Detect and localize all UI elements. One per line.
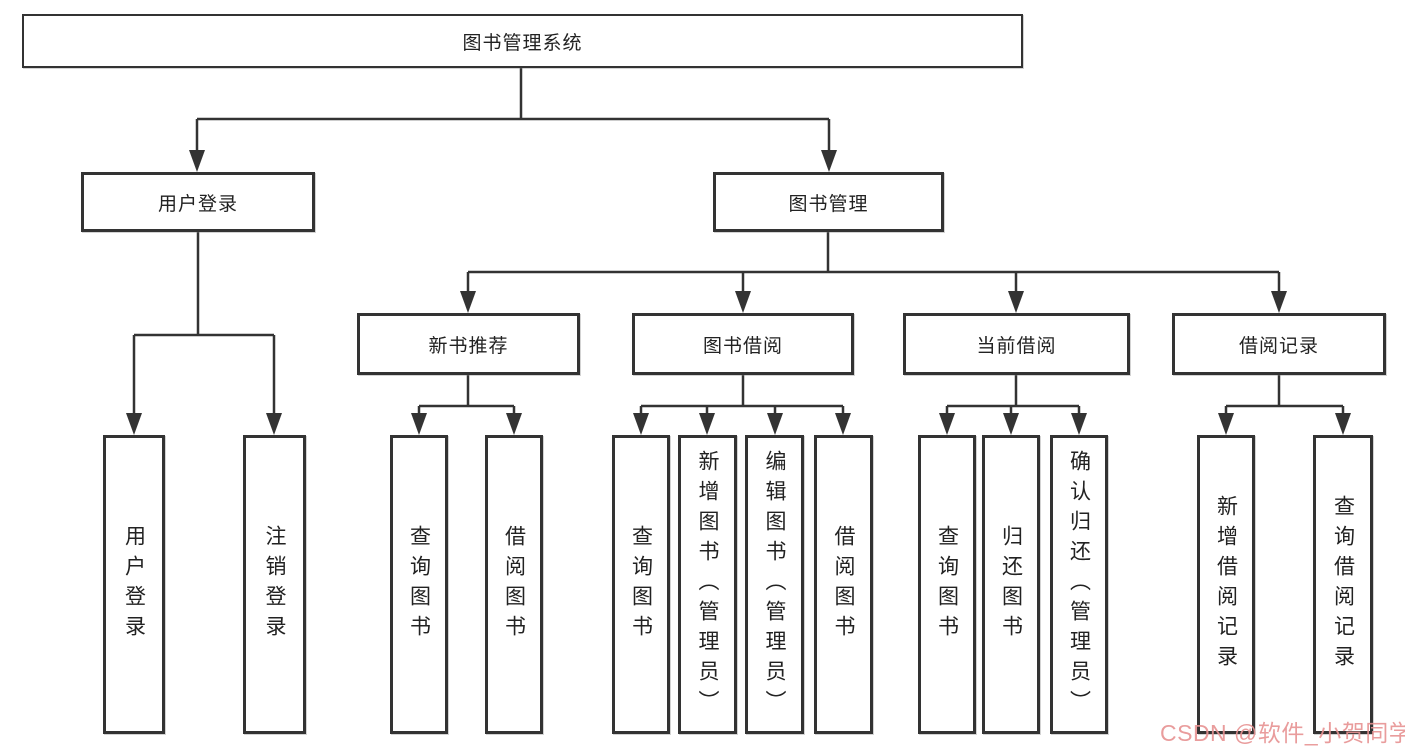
leaf-return-book: 归还图书 xyxy=(982,435,1040,734)
leaf-add-borrow-record: 新增借阅记录 xyxy=(1197,435,1255,734)
arrow-down-icon xyxy=(821,150,837,172)
leaf-query-book-borrow: 查询图书 xyxy=(612,435,670,734)
arrow-down-icon xyxy=(266,413,282,435)
node-label: 图书借阅 xyxy=(702,335,783,357)
node-current-borrow: 当前借阅 xyxy=(903,313,1130,375)
arrow-down-icon xyxy=(699,413,715,435)
arrow-down-icon xyxy=(1271,291,1287,313)
arrow-down-icon xyxy=(126,413,142,435)
node-label: 编辑图书（管理员） xyxy=(763,449,786,720)
edge-userlogin-to-leaves xyxy=(132,232,276,417)
node-label: 确认归还（管理员） xyxy=(1067,449,1091,720)
arrow-down-icon xyxy=(835,413,851,435)
edge-root-to-level2 xyxy=(195,68,831,154)
node-label: 新书推荐 xyxy=(428,335,509,357)
node-label: 新增图书（管理员） xyxy=(696,449,719,720)
edge-current-to-leaves xyxy=(945,375,1081,417)
node-label: 借阅图书 xyxy=(502,524,526,645)
arrow-down-icon xyxy=(1335,413,1351,435)
node-book-management-system: 图书管理系统 xyxy=(22,14,1023,68)
leaf-query-book-current: 查询图书 xyxy=(918,435,976,734)
arrow-down-icon xyxy=(506,413,522,435)
node-user-login: 用户登录 xyxy=(81,172,315,232)
node-label: 图书管理 xyxy=(788,193,869,215)
arrow-down-icon xyxy=(189,150,205,172)
arrow-down-icon xyxy=(460,291,476,313)
arrow-down-icon xyxy=(1218,413,1234,435)
node-label: 查询借阅记录 xyxy=(1331,494,1355,675)
arrow-down-icon xyxy=(1071,413,1087,435)
node-label: 新增借阅记录 xyxy=(1214,494,1238,675)
arrow-down-icon xyxy=(1008,291,1024,313)
node-label: 借阅图书 xyxy=(832,524,855,645)
csdn-watermark: CSDN @软件_小贺同学 xyxy=(1160,720,1405,746)
node-book-management: 图书管理 xyxy=(713,172,944,232)
arrow-down-icon xyxy=(633,413,649,435)
node-label: 查询图书 xyxy=(935,524,959,645)
node-label: 查询图书 xyxy=(407,524,431,645)
arrowheads xyxy=(126,150,1351,435)
leaf-logout: 注销登录 xyxy=(243,435,306,734)
node-label: 归还图书 xyxy=(999,524,1023,645)
leaf-borrow-book-recommend: 借阅图书 xyxy=(485,435,543,734)
leaf-user-login: 用户登录 xyxy=(103,435,165,734)
arrow-down-icon xyxy=(411,413,427,435)
leaf-edit-book-admin: 编辑图书（管理员） xyxy=(745,435,804,734)
node-label: 当前借阅 xyxy=(976,335,1057,357)
edge-records-to-leaves xyxy=(1224,375,1345,417)
node-label: 注销登录 xyxy=(263,524,286,645)
node-label: 用户登录 xyxy=(122,524,146,645)
node-label: 查询图书 xyxy=(629,524,653,645)
arrow-down-icon xyxy=(1003,413,1019,435)
edge-recommend-to-leaves xyxy=(417,375,516,417)
leaf-query-borrow-record: 查询借阅记录 xyxy=(1313,435,1373,734)
node-label: 用户登录 xyxy=(157,193,238,215)
node-label: 借阅记录 xyxy=(1238,335,1319,357)
leaf-add-book-admin: 新增图书（管理员） xyxy=(678,435,737,734)
leaf-query-book-recommend: 查询图书 xyxy=(390,435,448,734)
node-book-borrow: 图书借阅 xyxy=(632,313,854,375)
leaf-borrow-book: 借阅图书 xyxy=(814,435,873,734)
arrow-down-icon xyxy=(939,413,955,435)
edge-borrow-to-leaves xyxy=(639,375,845,417)
node-label: 图书管理系统 xyxy=(462,32,583,54)
node-borrow-records: 借阅记录 xyxy=(1172,313,1386,375)
arrow-down-icon xyxy=(735,291,751,313)
edge-bookmgmt-to-level3 xyxy=(466,232,1281,295)
arrow-down-icon xyxy=(767,413,783,435)
leaf-confirm-return-admin: 确认归还（管理员） xyxy=(1050,435,1108,734)
node-new-book-recommend: 新书推荐 xyxy=(357,313,580,375)
